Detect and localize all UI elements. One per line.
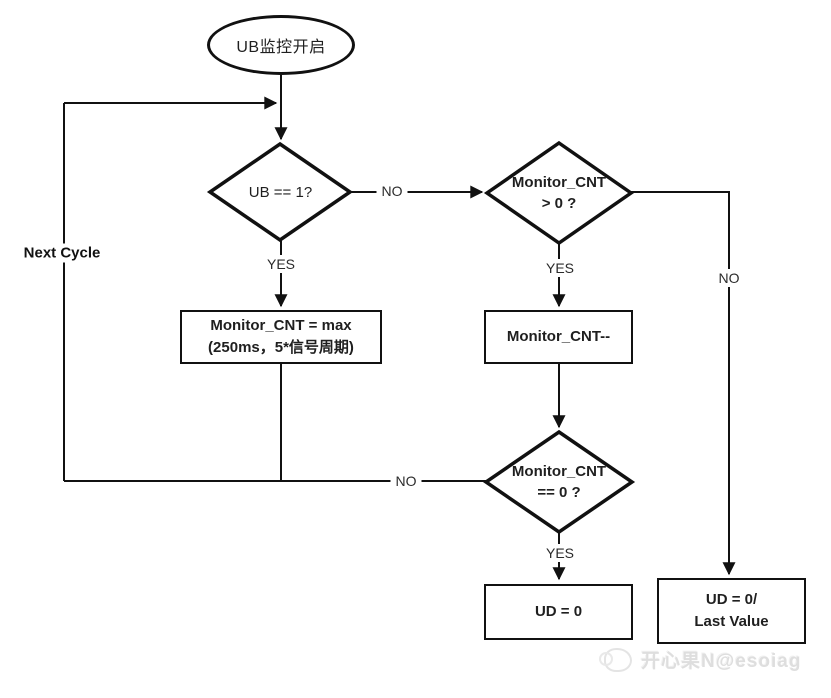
decision-check-cnt-eq0-line2: == 0 ?	[537, 484, 581, 501]
start-node: UB监控开启	[207, 15, 355, 75]
process-ud-zero-or-last: UD = 0/ Last Value	[657, 578, 806, 644]
edge-label-next-cycle: Next Cycle	[18, 243, 106, 263]
decision-check-cnt-gt0-shape	[483, 140, 635, 246]
edge-label-check-cnt-no: NO	[713, 269, 745, 287]
process-ud-zero: UD = 0	[484, 584, 633, 640]
start-node-label: UB监控开启	[236, 39, 326, 56]
decision-check-cnt-gt0-line1: Monitor_CNT	[511, 174, 607, 191]
decision-check-ub-shape	[206, 141, 354, 243]
edge-label-check-eq0-yes: YES	[540, 544, 580, 562]
edge-label-check-ub-yes: YES	[261, 255, 301, 273]
process-set-max: Monitor_CNT = max (250ms，5*信号周期)	[180, 310, 382, 364]
decision-check-ub-label: UB == 1?	[218, 170, 343, 214]
edge-label-check-cnt-yes: YES	[540, 259, 580, 277]
watermark: 开心果N@esoiag	[599, 646, 802, 673]
edge-label-check-ub-no: NO	[376, 182, 408, 200]
process-set-max-line2: (250ms，5*信号周期)	[208, 339, 354, 356]
process-ud-zero-or-last-line2: Last Value	[694, 613, 769, 630]
watermark-text: 开心果N@esoiag	[641, 651, 802, 672]
decision-check-ub-text: UB == 1?	[248, 183, 313, 201]
edge-check-cnt-no	[631, 191, 736, 576]
process-ud-zero-label: UD = 0	[534, 603, 583, 621]
decision-check-cnt-eq0-shape	[482, 429, 636, 535]
process-decrement-label: Monitor_CNT--	[506, 328, 611, 346]
decision-check-cnt-eq0-line1: Monitor_CNT	[511, 463, 607, 480]
process-set-max-line1: Monitor_CNT = max	[210, 317, 352, 335]
decision-check-cnt-eq0-label: Monitor_CNT == 0 ?	[494, 459, 624, 505]
edge-label-check-eq0-no: NO	[390, 472, 422, 490]
process-decrement: Monitor_CNT--	[484, 310, 633, 364]
process-ud-zero-or-last-line1: UD = 0/	[705, 591, 758, 609]
decision-check-cnt-gt0-line2: > 0 ?	[541, 195, 577, 212]
decision-check-cnt-gt0-label: Monitor_CNT > 0 ?	[494, 170, 624, 216]
watermark-logo-icon	[599, 647, 632, 672]
